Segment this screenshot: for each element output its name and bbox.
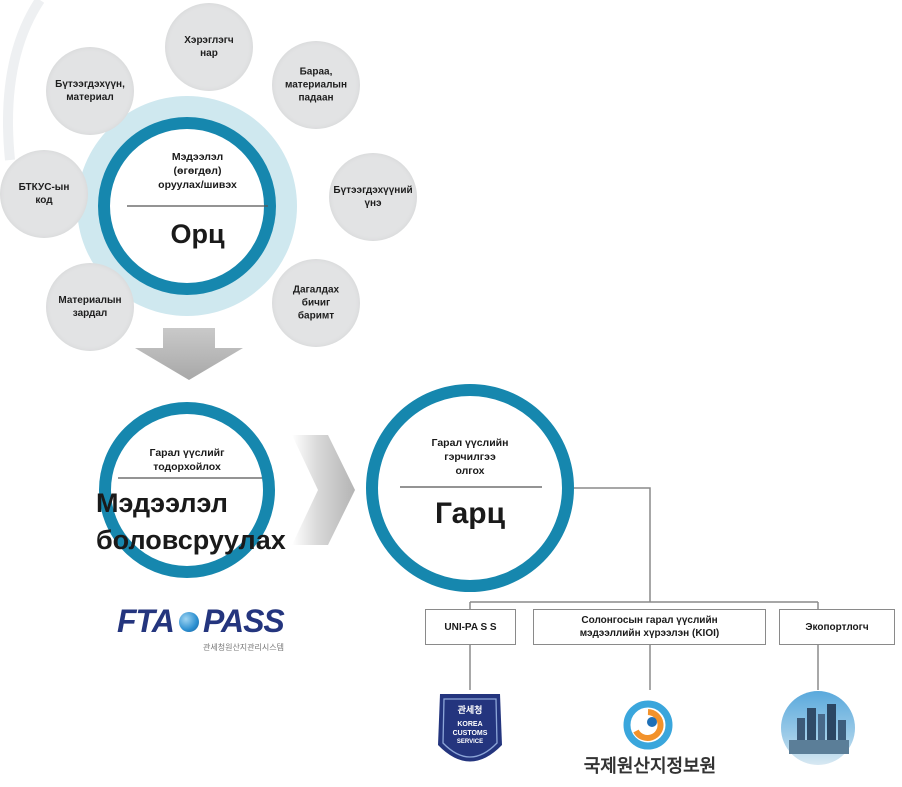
satellite-label: БТКУС-ын код (18, 182, 70, 206)
customs-badge-line4: SERVICE (456, 739, 484, 745)
eco-city-image (781, 691, 855, 765)
satellite-hs-code: БТКУС-ын код (0, 150, 88, 238)
kioi-logo-caption: 국제원산지정보원 (583, 756, 717, 776)
process-ring (99, 402, 275, 578)
down-arrow (135, 328, 243, 380)
satellite-material-invoice: Бараа, материалын падаан (272, 41, 360, 129)
satellite-label: Дагалдах бичиг баримт (292, 284, 340, 322)
satellite-users: Хэрэглэгч нар (165, 3, 253, 91)
fta-logo-text: FTA (117, 603, 175, 639)
input-subtitle: Мэдээлэл (өгөгдөл) оруулах/шивэх (158, 151, 237, 191)
output-title: Гарц (434, 497, 506, 530)
satellite-material-cost: Материалын зардал (46, 263, 134, 351)
box-ecoportal: Экопортлогч (779, 609, 895, 645)
connector-lines (469, 487, 819, 690)
satellite-label: Бүтээгдэхүүн, материал (55, 79, 125, 103)
process-subtitle: Гарал үүслийг тодорхойлох (149, 447, 225, 473)
connector-output-to-bus (571, 487, 651, 602)
customs-badge-line2: KOREA (457, 721, 483, 728)
background-arc (3, 0, 45, 161)
satellite-product-material: Бүтээгдэхүүн, материал (46, 47, 134, 135)
output-subtitle: Гарал үүслийн гэрчилгээ олгох (431, 437, 509, 477)
customs-badge-icon (438, 694, 502, 762)
satellite-product-price: Бүтээгдэхүүний үнэ (329, 153, 417, 241)
customs-badge-line1: 관세청 (457, 705, 483, 715)
output-ring (366, 384, 574, 592)
box-unipass: UNI-PA S S (425, 609, 516, 645)
customs-badge-text: 관세청 KOREA CUSTOMS SERVICE (440, 704, 500, 746)
pass-logo-text: PASS (203, 603, 285, 639)
kioi-logo-icon (623, 700, 673, 750)
customs-badge-line3: CUSTOMS (452, 730, 488, 737)
satellite-label: Бараа, материалын падаан (284, 66, 348, 104)
satellite-label: Материалын зардал (58, 295, 122, 319)
globe-icon (179, 612, 199, 632)
box-kioi: Солонгосын гарал үүслийн мэдээллийн хүрэ… (533, 609, 766, 645)
fta-pass-logo: FTA PASS 관세청원산지관리시스템 (117, 603, 307, 659)
right-arrow (292, 435, 355, 545)
process-title: Мэдээлэл боловсруулах (96, 488, 286, 555)
satellite-label: Бүтээгдэхүүний үнэ (333, 185, 413, 209)
fta-logo-caption: 관세청원산지관리시스템 (203, 643, 284, 652)
input-title: Орц (170, 219, 225, 249)
satellite-documents: Дагалдах бичиг баримт (272, 259, 360, 347)
satellite-label: Хэрэглэгч нар (184, 35, 234, 59)
